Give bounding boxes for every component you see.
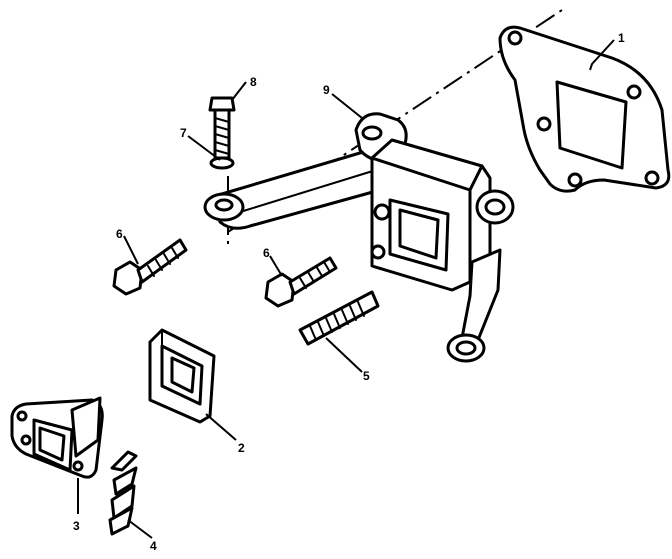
callout-6a: 6 xyxy=(116,227,123,241)
part-bolt-6-left xyxy=(112,238,188,296)
part-reed-petals-4 xyxy=(108,450,138,536)
callout-4: 4 xyxy=(150,539,157,553)
part-adapter-bracket xyxy=(213,112,515,363)
leader-lines xyxy=(77,39,615,539)
callout-7: 7 xyxy=(180,126,187,140)
callout-5: 5 xyxy=(363,369,370,383)
part-bolt-6-right xyxy=(264,256,338,308)
leader-5 xyxy=(325,337,363,373)
leader-4 xyxy=(127,519,153,539)
part-gasket xyxy=(498,25,671,193)
part-reed-plate-3 xyxy=(10,396,104,479)
part-arm-eye xyxy=(203,192,245,222)
part-reed-block-2 xyxy=(148,328,216,424)
leader-7 xyxy=(187,135,221,161)
leader-6a xyxy=(123,235,139,265)
callout-1: 1 xyxy=(618,31,625,45)
part-stud-5 xyxy=(298,290,380,346)
leader-1 xyxy=(589,39,615,71)
callout-3: 3 xyxy=(73,519,80,533)
leader-2 xyxy=(205,413,237,441)
callout-9: 9 xyxy=(323,83,330,97)
callout-6b: 6 xyxy=(263,246,270,260)
callout-2: 2 xyxy=(238,441,245,455)
leader-8 xyxy=(231,81,247,101)
callout-8: 8 xyxy=(250,75,257,89)
part-bolt-8 xyxy=(208,96,236,160)
leader-9 xyxy=(331,93,363,119)
leader-6b xyxy=(269,255,283,277)
part-lock-washer-7 xyxy=(209,156,235,170)
